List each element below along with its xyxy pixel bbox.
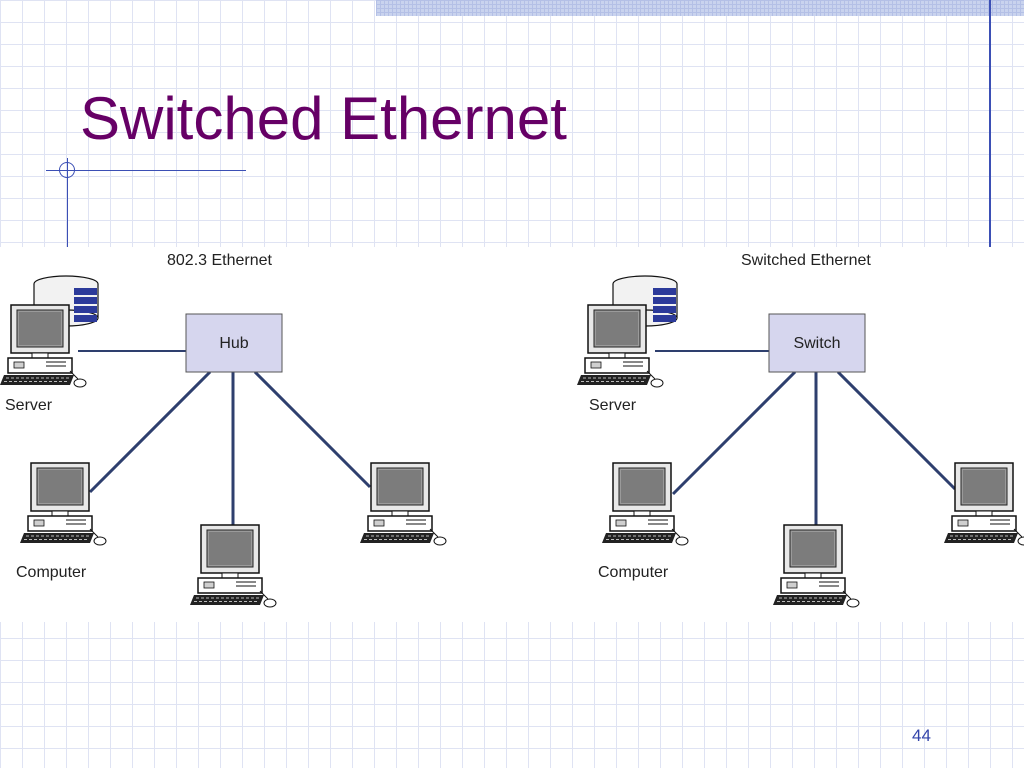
server-label: Server [5, 397, 53, 414]
computer1-hub-link [88, 370, 212, 494]
right-caption: Switched Ethernet [741, 252, 871, 269]
left-diagram: 802.3 Ethernet Hub Server Computer [0, 252, 447, 608]
title-decor-ring [59, 162, 75, 178]
computer-label: Computer [598, 564, 669, 581]
hub-label: Hub [219, 335, 248, 352]
title-decor-horizontal-rule [46, 170, 246, 171]
computer3-switch-link [836, 370, 957, 491]
network-diagram: 802.3 Ethernet Hub Server Computer Switc… [0, 247, 1024, 622]
hub-box [185, 313, 283, 373]
right-diagram: Switched Ethernet Switch Server Computer [576, 252, 1024, 608]
left-caption: 802.3 Ethernet [167, 252, 273, 269]
header-decor-band [376, 0, 1024, 16]
computer-2-icon [189, 524, 277, 608]
computer-2-icon [772, 524, 860, 608]
page-number: 44 [912, 726, 931, 745]
computer-label: Computer [16, 564, 87, 581]
switch-label: Switch [793, 335, 840, 352]
computer3-hub-link [253, 370, 372, 489]
slide-title: Switched Ethernet [80, 85, 567, 152]
right-decor-rule [989, 0, 991, 248]
computer1-switch-link [671, 370, 797, 496]
computer-1-icon [601, 462, 689, 546]
diagram-canvas: 802.3 Ethernet Hub Server Computer Switc… [0, 252, 1024, 608]
computer-1-icon [19, 462, 107, 546]
computer-3-icon [359, 462, 447, 546]
server-label: Server [589, 397, 637, 414]
computer-3-icon [943, 462, 1024, 546]
title-decor-vertical-rule [67, 158, 68, 248]
switch-box [768, 313, 866, 373]
